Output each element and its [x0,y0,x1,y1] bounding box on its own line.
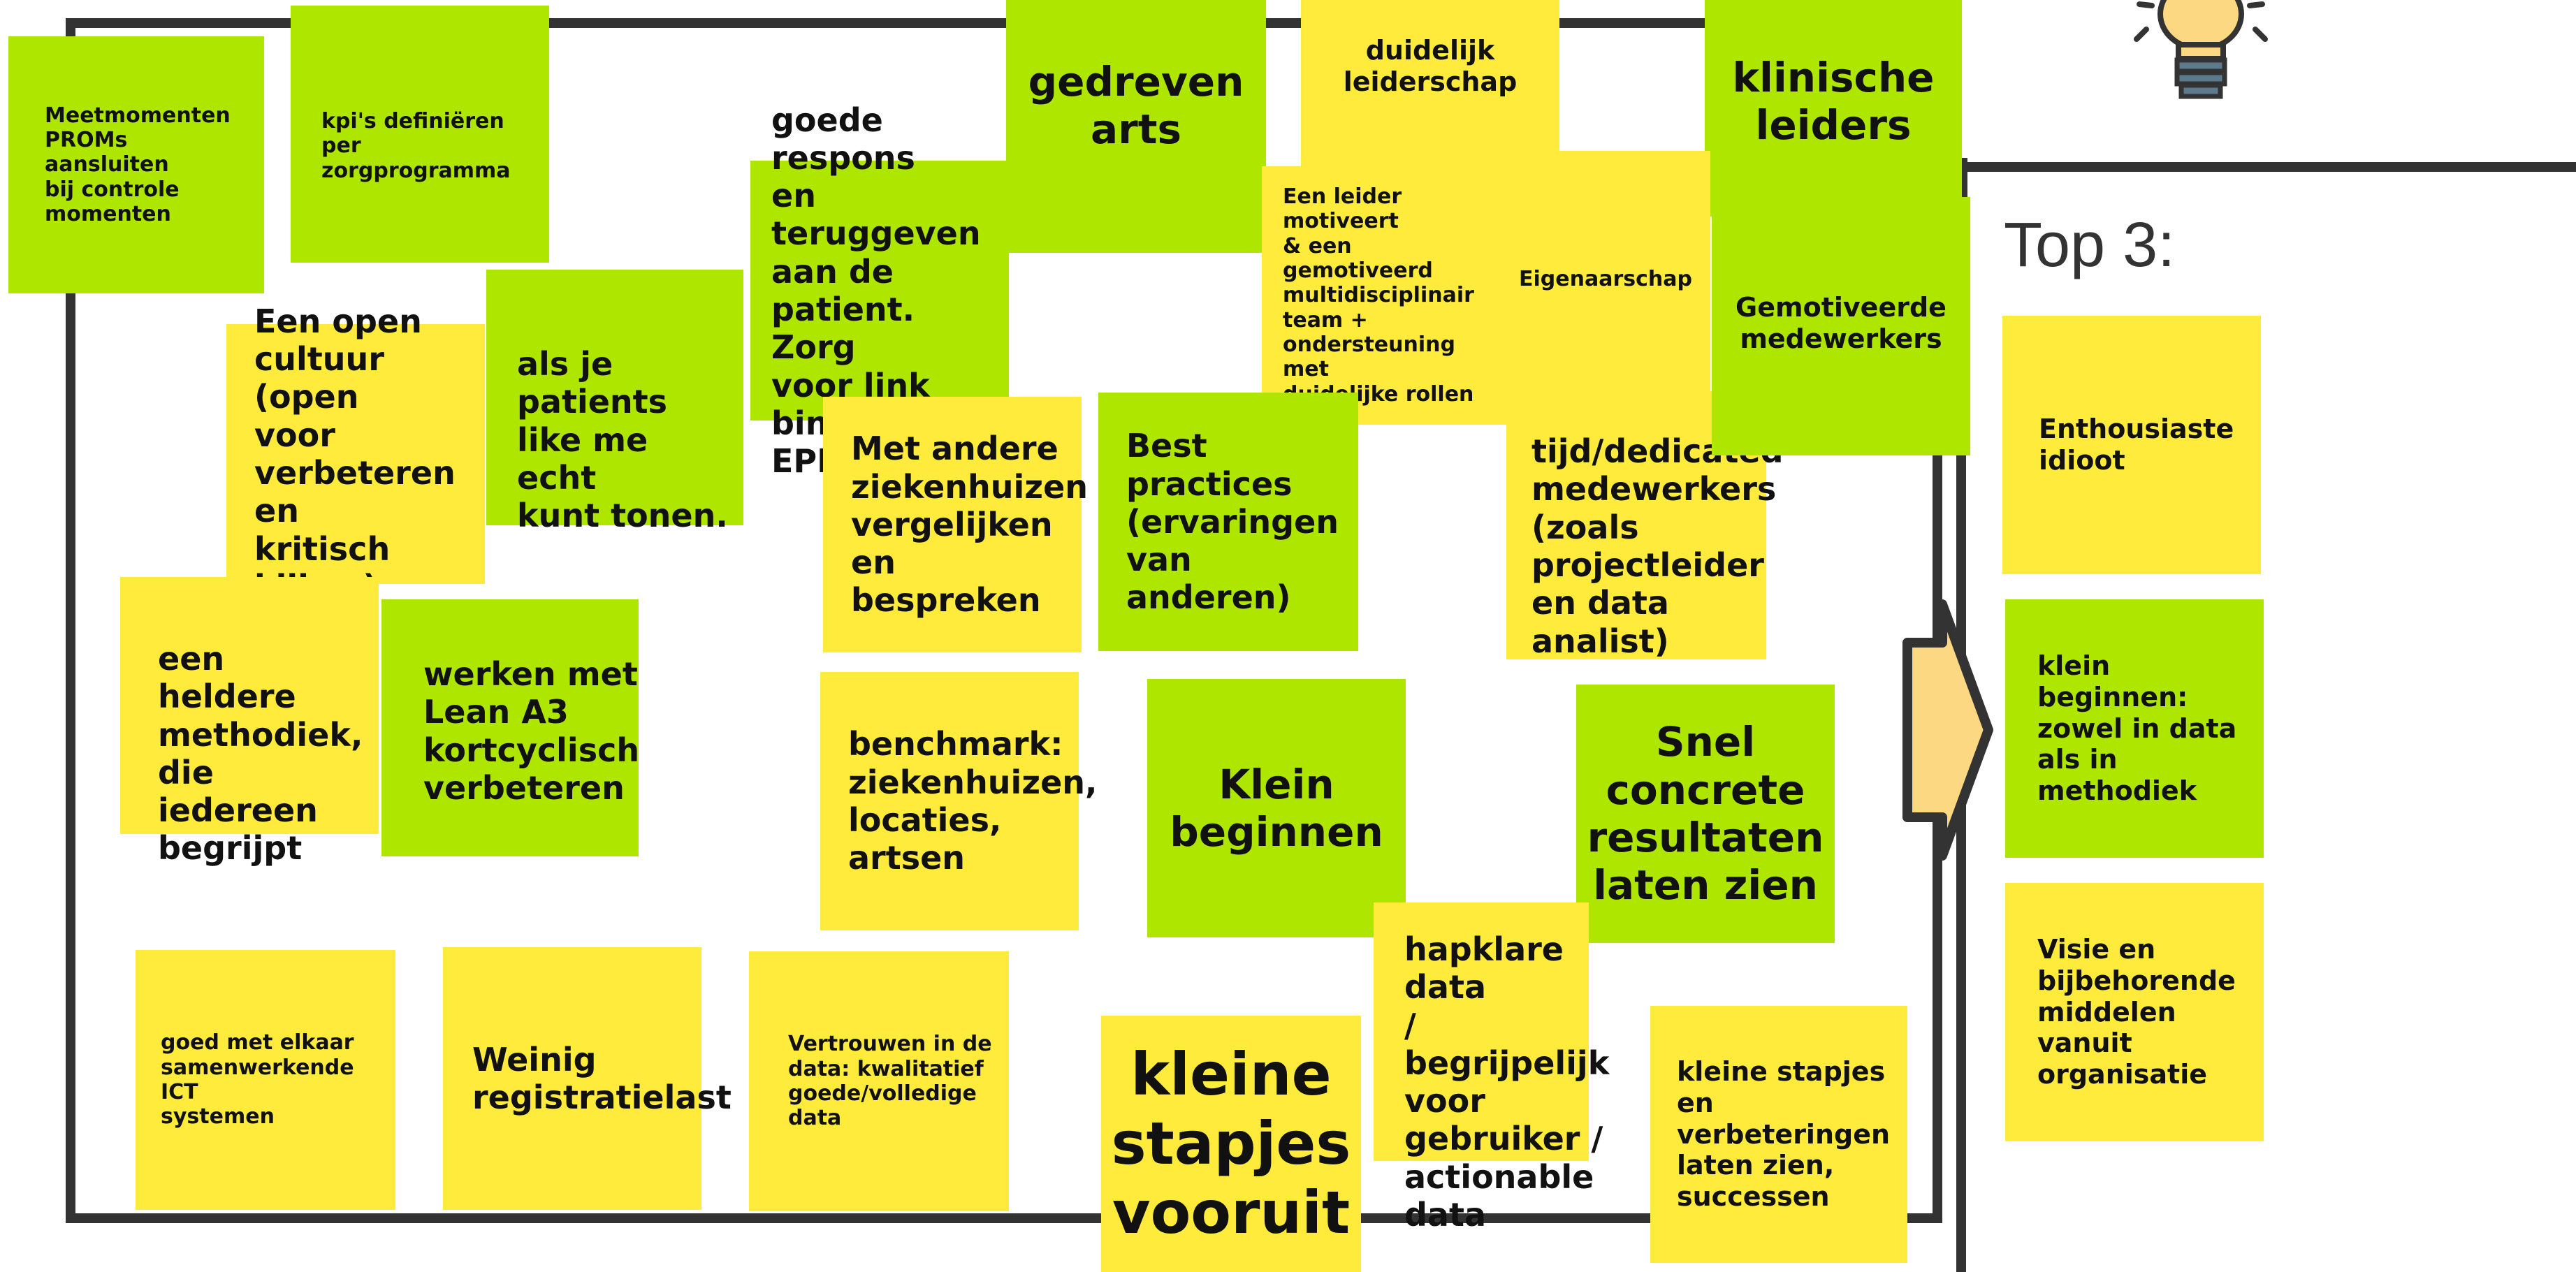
note-text: een heldere methodiek, die iedereen begr… [158,640,363,868]
note-text: klinische leiders [1732,53,1935,149]
note-text: Een leider motiveert & een gemotiveerd m… [1283,184,1474,407]
sticky-note[interactable]: kleine stapjes en verbeteringen laten zi… [1650,1006,1907,1263]
note-text: Eigenaarschap [1519,267,1692,291]
note-text: Weinig registratielast [472,1040,732,1116]
note-text: Visie en bijbehorende middelen vanuit or… [2037,933,2236,1090]
sticky-note[interactable]: Vertrouwen in de data: kwalitatief goede… [749,951,1009,1211]
note-text: tijd/dedicated medewerkers (zoals projec… [1531,432,1784,660]
sticky-note[interactable]: Klein beginnen [1147,679,1406,937]
note-text: Met andere ziekenhuizen vergelijken en b… [851,430,1089,620]
top3-divider-horizontal [1958,162,2576,172]
sticky-note[interactable]: Meetmomenten PROMs aansluiten bij contro… [8,36,264,293]
sticky-note[interactable]: Met andere ziekenhuizen vergelijken en b… [823,397,1088,652]
sticky-note[interactable]: Een open cultuur (open voor verbeteren e… [226,302,485,606]
sticky-note[interactable]: Snel concrete resultaten laten zien [1576,685,1835,943]
note-text: hapklare data / begrijpelijk voor gebrui… [1404,930,1610,1234]
note-text: duidelijk leiderschap [1343,35,1518,97]
sticky-note[interactable]: kpi's definiëren per zorgprogramma [291,6,549,263]
note-text: Enthousiaste idioot [2039,414,2234,476]
sticky-note[interactable]: goed met elkaar samenwerkende ICT system… [136,950,395,1210]
note-text: Meetmomenten PROMs aansluiten bij contro… [45,103,231,227]
sticky-note[interactable]: klinische leiders [1705,0,1962,217]
note-text: kleine stapjes en verbeteringen laten zi… [1677,1055,1891,1213]
sticky-note[interactable]: hapklare data / begrijpelijk voor gebrui… [1374,902,1609,1234]
sticky-note[interactable]: een heldere methodiek, die iedereen begr… [120,577,379,867]
sticky-note[interactable]: gedreven arts [1006,0,1266,253]
note-text: Snel concrete resultaten laten zien [1587,718,1824,909]
lightbulb-icon [2131,0,2271,115]
sticky-note[interactable]: Een leider motiveert & een gemotiveerd m… [1262,166,1520,425]
note-text: klein beginnen: zowel in data als in met… [2037,650,2237,807]
note-text: benchmark: ziekenhuizen, locaties, artse… [848,725,1098,877]
sticky-note[interactable]: als je patients like me echt kunt tonen. [486,270,743,534]
sticky-note[interactable]: Weinig registratielast [443,947,732,1210]
note-text: Best practices (ervaringen van anderen) [1126,427,1339,617]
top3-note[interactable]: Visie en bijbehorende middelen vanuit or… [2005,883,2264,1141]
note-text: kleine stapjes vooruit [1111,1039,1351,1248]
note-text: goed met elkaar samenwerkende ICT system… [161,1030,354,1130]
sticky-note[interactable]: goede respons en teruggeven aan de patie… [750,101,1009,480]
arrow-right-icon [1893,597,1998,863]
note-text: kpi's definiëren per zorgprogramma [321,109,511,183]
top3-title: Top 3: [2004,210,2176,280]
sticky-note[interactable]: Best practices (ervaringen van anderen) [1098,393,1358,651]
sticky-note[interactable]: Eigenaarschap [1501,151,1710,409]
sticky-note[interactable]: werken met Lean A3 kortcyclisch verbeter… [381,599,639,856]
note-text: gedreven arts [1028,57,1244,153]
note-text: als je patients like me echt kunt tonen. [517,345,728,535]
note-text: Gemotiveerde medewerkers [1735,292,1946,354]
note-text: Vertrouwen in de data: kwalitatief goede… [788,1032,992,1131]
note-text: Een open cultuur (open voor verbeteren e… [254,302,456,606]
top3-note[interactable]: klein beginnen: zowel in data als in met… [2005,599,2264,858]
sticky-note[interactable]: benchmark: ziekenhuizen, locaties, artse… [820,672,1098,930]
sticky-note[interactable]: kleine stapjes vooruit [1101,1016,1361,1272]
note-text: werken met Lean A3 kortcyclisch verbeter… [423,655,640,807]
top3-note[interactable]: Enthousiaste idioot [2002,316,2261,574]
note-text: Klein beginnen [1170,760,1383,856]
sticky-note[interactable]: Gemotiveerde medewerkers [1712,197,1970,455]
